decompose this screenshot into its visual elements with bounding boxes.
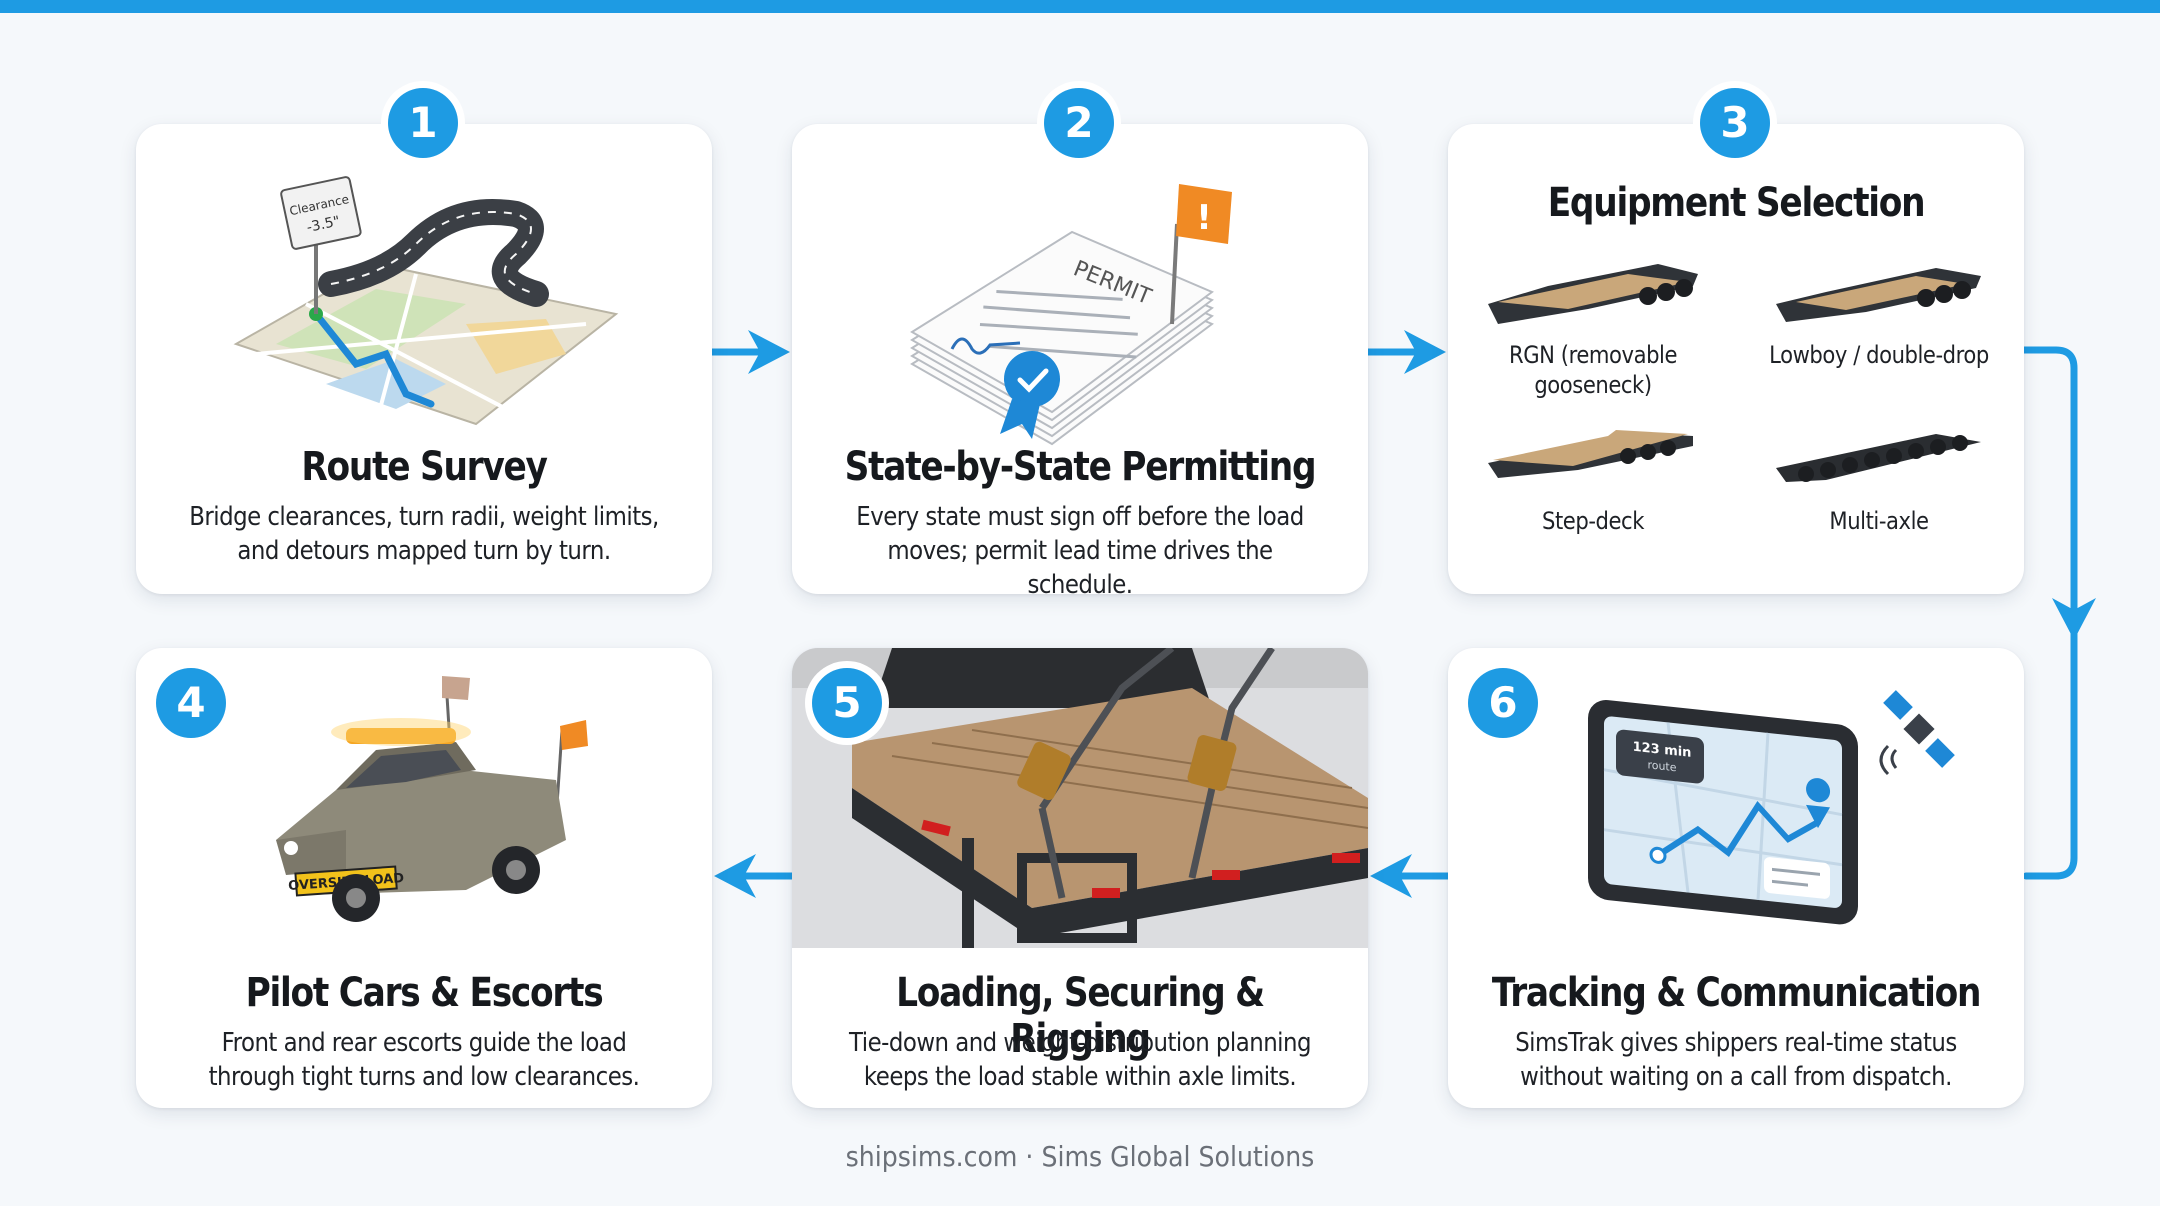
- lowboy-trailer-icon: [1776, 268, 1981, 322]
- svg-text:route: route: [1647, 758, 1676, 774]
- footer-credit: shipsims.com · Sims Global Solutions: [845, 1140, 1315, 1173]
- trailer-rigging-photo: [792, 648, 1368, 948]
- step-number-badge: 6: [1468, 668, 1538, 738]
- equipment-label-step-deck: Step-deck: [1542, 507, 1644, 535]
- step-card-equipment-selection: Equipment Selection RGN (removable goose…: [1448, 124, 2024, 594]
- svg-text:!: !: [1196, 198, 1212, 238]
- step-number-badge: 4: [156, 668, 226, 738]
- step-description: Tie-down and weight-distribution plannin…: [849, 1028, 1312, 1092]
- step-title: Loading, Securing & Rigging: [896, 970, 1265, 1062]
- step-description: Bridge clearances, turn radii, weight li…: [189, 502, 659, 566]
- pilot-car-truck-icon: OVERSIZE LOAD: [276, 676, 588, 922]
- step-description: Front and rear escorts guide the load th…: [208, 1028, 640, 1092]
- equipment-label-rgn: RGN (removable gooseneck): [1508, 341, 1678, 399]
- step-card-tracking: 123 min route Tracking & Communication S…: [1448, 648, 2024, 1108]
- top-accent-bar: [0, 0, 2160, 13]
- permit-document-icon: PERMIT !: [910, 184, 1232, 446]
- equipment-label-lowboy: Lowboy / double-drop: [1769, 341, 1989, 369]
- multi-axle-trailer-icon: [1776, 434, 1981, 482]
- step-card-permitting: PERMIT ! State-by-State Permitting Every…: [792, 124, 1368, 594]
- equipment-label-multi-axle: Multi-axle: [1829, 507, 1929, 535]
- step-title: Tracking & Communication: [1491, 970, 1982, 1016]
- step-title: State-by-State Permitting: [844, 444, 1317, 490]
- step-title: Route Survey: [301, 444, 548, 490]
- step-number-badge: 3: [1700, 88, 1770, 158]
- step-description: Every state must sign off before the loa…: [856, 502, 1304, 594]
- svg-text:-3.5": -3.5": [305, 213, 341, 236]
- step-card-route-survey: Clearance -3.5" Route Survey Bridge clea…: [136, 124, 712, 594]
- satellite-icon: [1879, 690, 1955, 776]
- rgn-trailer-icon: [1488, 264, 1698, 324]
- step-title: Pilot Cars & Escorts: [245, 970, 604, 1016]
- step-description: SimsTrak gives shippers real-time status…: [1515, 1028, 1957, 1092]
- clearance-sign: Clearance -3.5": [280, 176, 362, 250]
- map-icon: Clearance -3.5": [233, 176, 619, 426]
- step-number-badge: 2: [1044, 88, 1114, 158]
- tablet-map-icon: 123 min route: [1588, 690, 1955, 925]
- step-card-loading-securing: Loading, Securing & Rigging Tie-down and…: [792, 648, 1368, 1108]
- step-number-badge: 1: [388, 88, 458, 158]
- step-title: Equipment Selection: [1547, 180, 1926, 226]
- step-deck-trailer-icon: [1488, 430, 1693, 478]
- step-number-badge: 5: [812, 668, 882, 738]
- svg-text:123 min: 123 min: [1633, 740, 1692, 761]
- step-card-pilot-cars: OVERSIZE LOAD Pilot Cars & Escorts Front…: [136, 648, 712, 1108]
